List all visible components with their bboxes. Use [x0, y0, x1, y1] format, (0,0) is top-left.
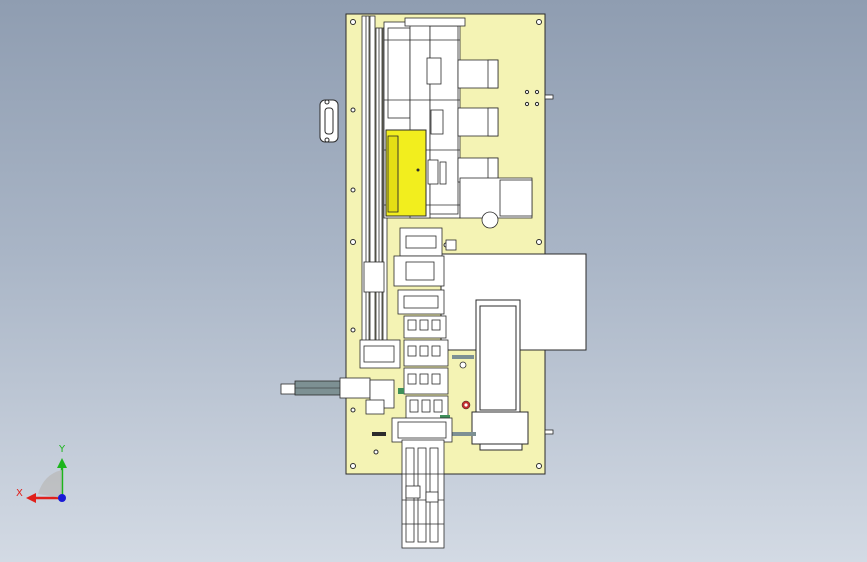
- x-axis-label: X: [16, 488, 23, 499]
- z-axis-dot-icon: [58, 494, 66, 502]
- coordinate-triad[interactable]: X Y: [12, 440, 82, 510]
- mounting-hole: [536, 239, 542, 245]
- mounting-hole: [536, 463, 542, 469]
- linear-rails[interactable]: [361, 15, 388, 357]
- central-transfer-column[interactable]: [359, 227, 457, 423]
- mounting-hole: [350, 327, 356, 333]
- mounting-hole: [524, 101, 530, 107]
- mounting-hole: [350, 187, 356, 193]
- mounting-hole: [350, 463, 356, 469]
- mounting-hole: [350, 107, 356, 113]
- mounting-hole: [350, 239, 356, 245]
- right-stub: [544, 94, 554, 100]
- right-cylinder-brackets[interactable]: [457, 59, 533, 229]
- door-handle[interactable]: [319, 99, 339, 143]
- x-axis-arrow-icon: [26, 493, 62, 503]
- mounting-hole: [536, 19, 542, 25]
- servo-motor[interactable]: [471, 299, 529, 451]
- view-orientation-plane: [38, 470, 62, 498]
- mounting-hole: [350, 407, 356, 413]
- lower-output-chute[interactable]: [391, 417, 453, 549]
- mounting-hole: [524, 89, 530, 95]
- y-axis-label: Y: [58, 444, 66, 455]
- mounting-hole: [534, 101, 540, 107]
- part-tag: [372, 432, 386, 436]
- mounting-hole: [373, 449, 379, 455]
- highlighted-selected-part[interactable]: [385, 129, 427, 217]
- right-stub: [544, 429, 554, 435]
- pneumatic-cylinder-left[interactable]: [280, 377, 395, 415]
- mounting-holes: [350, 19, 542, 469]
- mounting-hole: [534, 89, 540, 95]
- mounting-hole: [350, 19, 356, 25]
